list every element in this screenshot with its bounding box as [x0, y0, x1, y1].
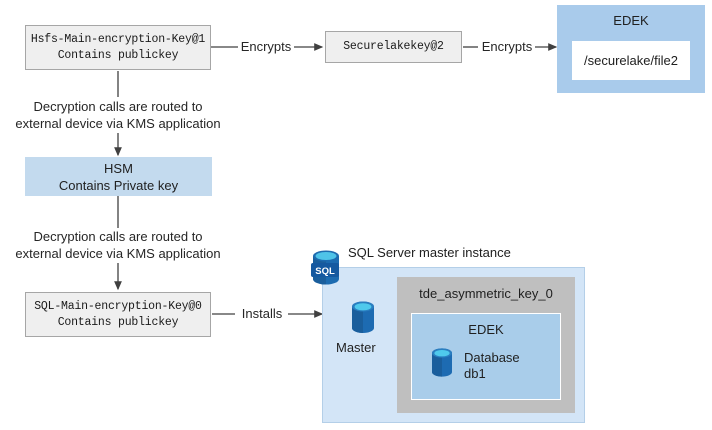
- node-sql-main-encryption-key: SQL-Main-encryption-Key@0 Contains publi…: [25, 292, 211, 337]
- node-securelakekey: Securelakekey@2: [325, 31, 462, 63]
- edek-container-inner: EDEK Database db1: [411, 313, 561, 400]
- note-1-line-1: Decryption calls are routed to: [33, 99, 203, 114]
- note-1-line-2: external device via KMS application: [15, 116, 221, 131]
- hsm-line-1: HSM: [104, 160, 133, 176]
- db1-label-line-2: db1: [464, 366, 486, 381]
- hsm-line-2: Contains Private key: [58, 177, 179, 193]
- hsfs-key-line-1: Hsfs-Main-encryption-Key@1: [30, 32, 206, 46]
- sql-key-line-1: SQL-Main-encryption-Key@0: [34, 299, 202, 313]
- securelakekey-line-1: Securelakekey@2: [343, 40, 444, 53]
- node-hsfs-main-encryption-key: Hsfs-Main-encryption-Key@1 Contains publ…: [25, 25, 211, 70]
- note-decryption-calls-1: Decryption calls are routed to external …: [0, 98, 236, 132]
- edge-label-encrypts-2: Encrypts: [481, 39, 533, 54]
- hsfs-key-line-2: Contains publickey: [57, 48, 179, 62]
- edge-label-installs: Installs: [241, 306, 283, 321]
- master-database-label: Master: [336, 340, 376, 355]
- note-decryption-calls-2: Decryption calls are routed to external …: [0, 228, 236, 262]
- sql-server-caption: SQL Server master instance: [348, 245, 511, 260]
- note-2-line-2: external device via KMS application: [15, 246, 221, 261]
- sql-badge-text: SQL: [315, 266, 335, 277]
- edek-file-box: /securelake/file2: [572, 41, 690, 80]
- sql-server-icon: SQL: [308, 248, 344, 288]
- db1-database-icon: [428, 347, 456, 381]
- db1-label-line-1: Database: [464, 350, 520, 365]
- edek-title-top: EDEK: [613, 13, 649, 28]
- tde-asymmetric-key-container: tde_asymmetric_key_0 EDEK Database db1: [397, 277, 575, 413]
- tde-asymmetric-key-label: tde_asymmetric_key_0: [419, 286, 553, 301]
- node-hsm: HSM Contains Private key: [25, 157, 212, 196]
- edek-container-top: EDEK /securelake/file2: [557, 5, 705, 93]
- master-database-icon: [347, 300, 379, 338]
- edek-inner-label: EDEK: [468, 322, 504, 337]
- edge-label-encrypts-1: Encrypts: [240, 39, 292, 54]
- note-2-line-1: Decryption calls are routed to: [33, 229, 203, 244]
- sql-key-line-2: Contains publickey: [57, 315, 179, 329]
- db1-database-label: Database db1: [464, 350, 520, 382]
